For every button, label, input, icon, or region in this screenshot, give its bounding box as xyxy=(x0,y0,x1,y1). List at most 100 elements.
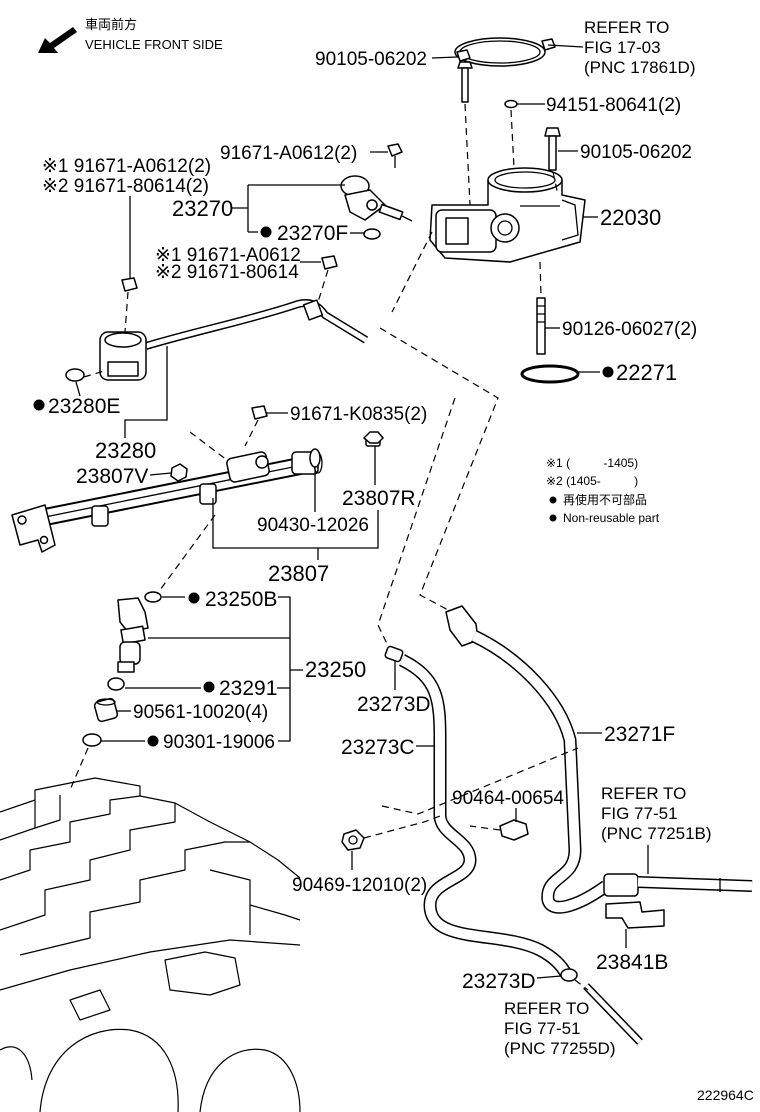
non-reusable-mark xyxy=(33,399,45,411)
legend-non-reusable-en: Non-reusable part xyxy=(563,511,660,525)
ref-hose-right-line2: FIG 77-51 xyxy=(601,804,678,823)
part-label-sensor: 23270 xyxy=(172,196,233,221)
guide-line xyxy=(363,815,441,839)
stud-bolt xyxy=(536,297,546,355)
part-label-injector: 23250 xyxy=(305,657,366,682)
guide-line xyxy=(377,397,456,651)
guide-line xyxy=(552,171,559,196)
engine-block xyxy=(0,777,301,1112)
part-label-clip-b: 90469-12010(2) xyxy=(292,875,427,896)
hose-23271f xyxy=(445,605,610,914)
non-reusable-mark xyxy=(260,226,272,238)
part-label-pipe-bolt-1: ※1 91671-A0612 xyxy=(155,245,301,266)
throttle-body xyxy=(429,167,586,263)
rail-plug xyxy=(363,431,384,447)
damper-oring xyxy=(65,368,85,382)
part-label-pipe-bolt-2: ※2 91671-80614 xyxy=(155,262,299,283)
bolt-right xyxy=(544,127,561,171)
part-label-clip-a: 90464-00654 xyxy=(452,788,564,809)
pressure-damper xyxy=(99,331,147,381)
guide-line xyxy=(510,109,515,169)
part-label-gasket-ring: 22271 xyxy=(616,360,677,385)
guide-line xyxy=(391,231,433,313)
front-label-jp: 車両前方 xyxy=(85,17,137,32)
part-label-injector-insulator: 90561-10020(4) xyxy=(133,702,268,723)
guide-line xyxy=(379,327,499,613)
part-label-rail-fitting: 23807V xyxy=(76,465,148,488)
hose-23273c xyxy=(398,654,572,978)
part-label-damper-oring: 23280E xyxy=(48,395,120,418)
hose-clamp-top xyxy=(384,645,404,663)
fuel-rail xyxy=(11,451,323,553)
fuel-pipe-bottom xyxy=(583,983,643,1045)
legend-note-1: ※1 ( -1405) xyxy=(546,456,638,470)
ref-gasket-line2: FIG 17-03 xyxy=(584,38,661,57)
non-reusable-mark xyxy=(147,735,159,747)
damper-pipe xyxy=(144,299,369,350)
part-label-stud-bolt: 90126-06027(2) xyxy=(562,319,697,340)
part-label-sensor-bolt: 91671-A0612(2) xyxy=(220,143,357,164)
injector-oring-lower xyxy=(82,733,102,747)
legend: ※1 ( -1405) ※2 (1405- ) 再使用不可部品 Non-reus… xyxy=(546,456,660,525)
ref-gasket-line1: REFER TO xyxy=(584,18,669,37)
ref-hose-right-line1: REFER TO xyxy=(601,784,686,803)
leader-lines xyxy=(75,44,649,979)
part-label-hose-c: 23273C xyxy=(341,736,415,759)
guide-line xyxy=(464,103,471,206)
guide-line xyxy=(83,370,105,378)
part-label-damper-bolt-2: ※2 91671-80614(2) xyxy=(42,176,209,197)
guide-line xyxy=(69,747,89,791)
illustration-id: 222964C xyxy=(697,1087,754,1103)
part-label-washer: 94151-80641(2) xyxy=(546,95,681,116)
legend-non-reusable-jp: 再使用不可部品 xyxy=(563,492,647,507)
injector-oring-upper xyxy=(144,591,162,603)
non-reusable-mark xyxy=(203,681,215,693)
part-label-injector-oring-lower: 90301-19006 xyxy=(163,732,275,753)
guide-line xyxy=(469,825,501,831)
rail-bolt xyxy=(251,405,268,420)
fuel-sensor xyxy=(340,175,413,222)
legend-non-reusable-mark xyxy=(549,514,557,522)
guide-line xyxy=(381,747,579,815)
hose-fitting-bottom xyxy=(560,968,578,982)
legend-non-reusable-mark xyxy=(549,496,557,504)
part-label-bracket: 23841B xyxy=(596,951,668,974)
bracket-23841b xyxy=(605,901,665,929)
part-label-damper: 23280 xyxy=(95,438,156,463)
guide-line xyxy=(539,261,542,297)
part-label-damper-bolt-1: ※1 91671-A0612(2) xyxy=(42,156,211,177)
guide-line xyxy=(159,514,216,591)
front-label-en: VEHICLE FRONT SIDE xyxy=(85,37,223,52)
ref-hose-bottom-line2: FIG 77-51 xyxy=(504,1019,581,1038)
fuel-injector xyxy=(117,597,149,673)
part-label-fuel-rail: 23807 xyxy=(268,561,329,586)
clip-90464 xyxy=(499,819,529,841)
part-label-rail-plug: 23807R xyxy=(342,487,416,510)
washer xyxy=(504,99,518,109)
part-label-sensor-oring: 23270F xyxy=(277,222,348,245)
injector-grommet xyxy=(107,677,125,691)
part-label-bolt-right: 90105-06202 xyxy=(580,142,692,163)
guide-line xyxy=(317,269,329,303)
part-label-rail-bolt: 91671-K0835(2) xyxy=(290,404,427,425)
ref-hose-bottom-line3: (PNC 77255D) xyxy=(504,1039,616,1058)
gasket-bolt-left xyxy=(456,49,471,62)
non-reusable-mark xyxy=(602,366,614,378)
legend-note-2: ※2 (1405- ) xyxy=(546,474,638,488)
guide-line xyxy=(244,419,259,447)
part-label-bolt-top: 90105-06202 xyxy=(315,49,427,70)
injector-insulator xyxy=(93,697,119,723)
part-label-injector-oring-upper: 23250B xyxy=(205,588,277,611)
damper-bolt xyxy=(121,277,138,292)
ref-gasket-line3: (PNC 17861D) xyxy=(584,58,696,77)
part-label-rail-oring: 90430-12026 xyxy=(257,515,369,536)
front-arrow-icon xyxy=(38,27,77,53)
guide-line xyxy=(574,979,589,991)
pipe-bolt xyxy=(321,255,338,270)
rail-oring xyxy=(309,448,321,468)
part-label-hose-d-top: 23273D xyxy=(357,693,431,716)
bolt-top xyxy=(457,61,473,103)
clip-90469 xyxy=(341,829,365,851)
